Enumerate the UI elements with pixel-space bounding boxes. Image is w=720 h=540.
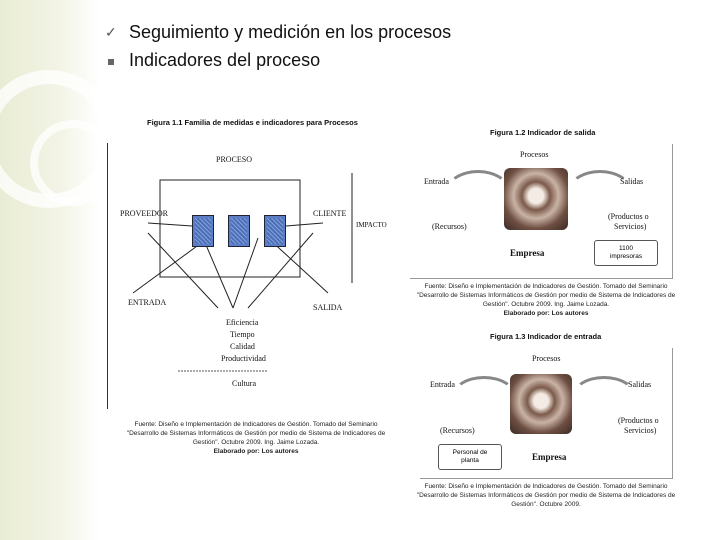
label-proceso: PROCESO [216, 155, 253, 164]
elaborated-by: Elaborado por: Los autores [213, 448, 299, 455]
label-salida: SALIDA [313, 303, 343, 312]
label-procesos: Procesos [520, 150, 549, 159]
process-box [228, 215, 250, 247]
figure1-source: Fuente: Diseño e Implementación de Indic… [110, 420, 402, 456]
source-line: Gestión". Octubre 2009. [511, 501, 581, 508]
box-line: 1100 [619, 245, 633, 252]
figure3-source: Fuente: Diseño e Implementación de Indic… [404, 482, 688, 509]
source-line: Fuente: Diseño e Implementación de Indic… [424, 283, 668, 290]
source-line: Fuente: Diseño e Implementación de Indic… [424, 483, 668, 490]
bullet-item: ✓ Seguimiento y medición en los procesos [105, 18, 451, 46]
figure1-lines [132, 173, 353, 372]
box-line: Personal de [452, 449, 488, 456]
source-line: Fuente: Diseño e Implementación de Indic… [134, 421, 378, 428]
label-procesos: Procesos [532, 354, 561, 363]
output-arrow [568, 170, 632, 212]
label-recursos: (Recursos) [432, 222, 467, 231]
figure1-caption: Figura 1.1 Familia de medidas e indicado… [147, 118, 358, 127]
process-box [192, 215, 214, 247]
label-productos: (Productos o [608, 212, 649, 221]
figure3-caption: Figura 1.3 Indicador de entrada [490, 332, 602, 341]
bullet-text: Indicadores del proceso [129, 50, 321, 70]
label-productos: (Productos o [618, 416, 659, 425]
output-indicator-box: 1100 impresoras [594, 240, 658, 266]
process-photo [504, 168, 568, 230]
source-line: "Desarrollo de Sistemas Informáticos de … [416, 292, 676, 299]
bullet-item: Indicadores del proceso [105, 46, 451, 74]
source-line: Gestión". Octubre 2009. Ing. Jaime Lozad… [482, 301, 610, 308]
figure2-diagram: Procesos Entrada Salidas (Recursos) (Pro… [410, 144, 673, 279]
input-arrow [452, 376, 516, 416]
label-entrada: Entrada [430, 380, 455, 389]
output-arrow [572, 376, 636, 416]
label-eficiencia: Eficiencia [226, 318, 259, 327]
label-entrada: ENTRADA [128, 298, 167, 307]
source-line: "Desarrollo de Sistemas Informáticos de … [126, 430, 386, 437]
label-salidas: Salidas [628, 380, 652, 389]
label-proveedor: PROVEEDOR [120, 209, 169, 218]
label-impacto: IMPACTO [356, 221, 387, 229]
figure1-diagram: PROCESO PROVEEDOR CLIENTE IMPACTO ENTRAD… [107, 143, 400, 409]
label-empresa: Empresa [532, 452, 567, 462]
label-recursos: (Recursos) [440, 426, 475, 435]
figure2-source: Fuente: Diseño e Implementación de Indic… [404, 282, 688, 318]
label-empresa: Empresa [510, 248, 545, 258]
decorative-background [0, 0, 118, 540]
square-bullet-icon [105, 46, 129, 74]
label-cliente: CLIENTE [313, 209, 347, 218]
label-servicios: Servicios) [614, 222, 647, 231]
figure3-diagram: Procesos Entrada Salidas (Recursos) (Pro… [420, 348, 673, 479]
elaborated-by: Elaborado por: Los autores [503, 310, 589, 317]
input-indicator-box: Personal de planta [438, 444, 502, 470]
label-cultura: Cultura [232, 379, 256, 388]
label-entrada: Entrada [424, 177, 449, 186]
checkmark-icon: ✓ [105, 24, 117, 40]
label-servicios: Servicios) [624, 426, 657, 435]
process-photo [510, 374, 572, 434]
source-line: Gestión". Octubre 2009. Ing. Jaime Lozad… [192, 439, 320, 446]
figure2-caption: Figura 1.2 Indicador de salida [490, 128, 596, 137]
decorative-ring [30, 120, 116, 206]
box-line: impresoras [609, 253, 643, 260]
source-line: "Desarrollo de Sistemas Informáticos de … [416, 492, 676, 499]
label-productividad: Productividad [221, 354, 266, 363]
label-calidad: Calidad [230, 342, 255, 351]
process-box [264, 215, 286, 247]
input-arrow [446, 170, 510, 212]
label-tiempo: Tiempo [230, 330, 255, 339]
box-line: planta [461, 457, 479, 464]
label-salidas: Salidas [620, 177, 644, 186]
bullet-text: Seguimiento y medición en los procesos [129, 22, 452, 42]
bullet-list: ✓ Seguimiento y medición en los procesos… [105, 18, 451, 74]
